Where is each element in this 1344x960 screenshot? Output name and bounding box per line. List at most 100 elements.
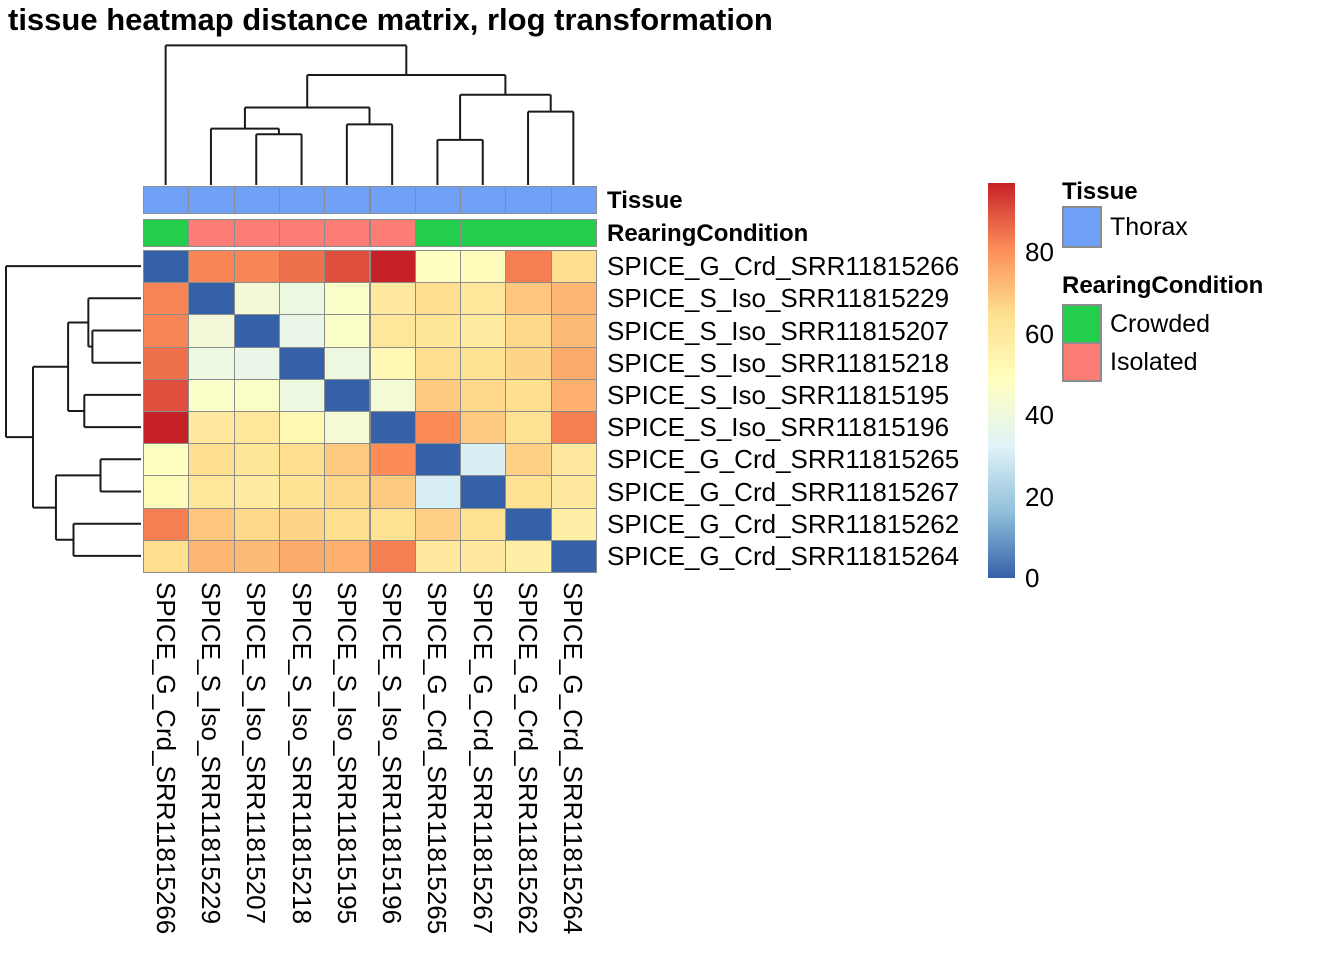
heatmap-cell xyxy=(143,411,190,445)
heatmap-cell xyxy=(505,411,552,445)
chart-title: tissue heatmap distance matrix, rlog tra… xyxy=(8,2,773,37)
annotation-cell xyxy=(414,186,462,214)
legend-swatch xyxy=(1062,304,1102,344)
heatmap-cell xyxy=(369,346,416,380)
heatmap-cell xyxy=(369,282,416,316)
heatmap-cell xyxy=(233,443,280,477)
heatmap-cell xyxy=(369,250,416,284)
heatmap-cell xyxy=(278,250,326,284)
heatmap-cell xyxy=(324,346,371,380)
heatmap-cell xyxy=(188,411,235,445)
heatmap-cell xyxy=(550,346,597,380)
heatmap-cell xyxy=(324,250,371,284)
colorbar-tick-label: 60 xyxy=(1025,318,1054,349)
heatmap-cell xyxy=(460,378,507,412)
column-label: SPICE_G_Crd_SRR11815266 xyxy=(150,582,181,935)
heatmap-cell xyxy=(369,475,416,509)
heatmap-cell xyxy=(505,346,552,380)
annotation-cell xyxy=(278,186,326,214)
heatmap-cell xyxy=(233,314,280,348)
heatmap-cell xyxy=(505,250,552,284)
column-label: SPICE_S_Iso_SRR11815195 xyxy=(331,582,362,925)
heatmap-cell xyxy=(414,475,462,509)
heatmap-cell xyxy=(550,411,597,445)
heatmap-cell xyxy=(460,475,507,509)
colorbar-gradient xyxy=(988,183,1015,578)
annotation-cell xyxy=(505,186,552,214)
row-dendrogram xyxy=(5,265,141,557)
heatmap-cell xyxy=(369,539,416,573)
heatmap-cell xyxy=(278,443,326,477)
heatmap-cell xyxy=(278,314,326,348)
heatmap-cell xyxy=(414,507,462,541)
heatmap-cell xyxy=(233,346,280,380)
heatmap-cell xyxy=(278,282,326,316)
heatmap-cell xyxy=(143,507,190,541)
row-label: SPICE_G_Crd_SRR11815267 xyxy=(607,476,960,507)
heatmap-cell xyxy=(550,282,597,316)
heatmap-cell xyxy=(369,443,416,477)
heatmap-cell xyxy=(278,475,326,509)
heatmap-cell xyxy=(550,539,597,573)
row-label: SPICE_S_Iso_SRR11815218 xyxy=(607,347,950,378)
heatmap-cell xyxy=(188,507,235,541)
heatmap-cell xyxy=(233,282,280,316)
annotation-cell xyxy=(233,186,280,214)
colorbar-tick-label: 40 xyxy=(1025,400,1054,431)
heatmap-cell xyxy=(233,507,280,541)
heatmap-cell xyxy=(414,250,462,284)
heatmap-cell xyxy=(550,314,597,348)
legend-tissue-header: Tissue xyxy=(1062,178,1138,205)
colorbar-tick-label: 0 xyxy=(1025,563,1040,593)
row-label: SPICE_G_Crd_SRR11815266 xyxy=(607,251,960,282)
annotation-cell xyxy=(414,219,462,247)
heatmap-cell xyxy=(414,411,462,445)
heatmap-cell xyxy=(188,475,235,509)
heatmap-cell xyxy=(460,443,507,477)
annotation-cell xyxy=(324,186,371,214)
heatmap-cell xyxy=(550,475,597,509)
column-label: SPICE_G_Crd_SRR11815262 xyxy=(513,582,544,935)
row-label: SPICE_G_Crd_SRR11815265 xyxy=(607,444,960,475)
heatmap-cell xyxy=(460,282,507,316)
annotation-cell xyxy=(188,219,235,247)
heatmap-cell xyxy=(505,475,552,509)
heatmap-cell xyxy=(505,443,552,477)
heatmap-cell xyxy=(188,378,235,412)
heatmap-cell xyxy=(233,250,280,284)
row-label: SPICE_S_Iso_SRR11815195 xyxy=(607,379,950,410)
annotation-cell xyxy=(550,219,597,247)
heatmap-cell xyxy=(278,411,326,445)
heatmap-cell xyxy=(324,475,371,509)
annotation-cell xyxy=(505,219,552,247)
annotation-cell xyxy=(143,219,190,247)
heatmap-cell xyxy=(143,346,190,380)
heatmap-cell xyxy=(143,314,190,348)
heatmap-cell xyxy=(324,507,371,541)
row-label: SPICE_S_Iso_SRR11815196 xyxy=(607,412,950,443)
annotation-cell xyxy=(550,186,597,214)
heatmap-cell xyxy=(414,443,462,477)
heatmap-cell xyxy=(369,314,416,348)
heatmap-cell xyxy=(460,507,507,541)
heatmap-cell xyxy=(324,378,371,412)
heatmap-cell xyxy=(143,282,190,316)
annotation-cell xyxy=(278,219,326,247)
row-label: SPICE_G_Crd_SRR11815264 xyxy=(607,540,960,571)
heatmap-cell xyxy=(505,378,552,412)
annotation-cell xyxy=(369,219,416,247)
heatmap-cell xyxy=(550,250,597,284)
heatmap-cell xyxy=(460,539,507,573)
heatmap-cell xyxy=(233,475,280,509)
heatmap-cell xyxy=(143,443,190,477)
legend-swatch xyxy=(1062,342,1102,382)
heatmap-cell xyxy=(324,282,371,316)
heatmap-cell xyxy=(324,314,371,348)
heatmap-cell xyxy=(188,314,235,348)
heatmap-cell xyxy=(188,282,235,316)
column-label: SPICE_G_Crd_SRR11815267 xyxy=(467,582,498,935)
heatmap-cell xyxy=(143,475,190,509)
row-label: SPICE_G_Crd_SRR11815262 xyxy=(607,508,960,539)
heatmap-cell xyxy=(414,314,462,348)
